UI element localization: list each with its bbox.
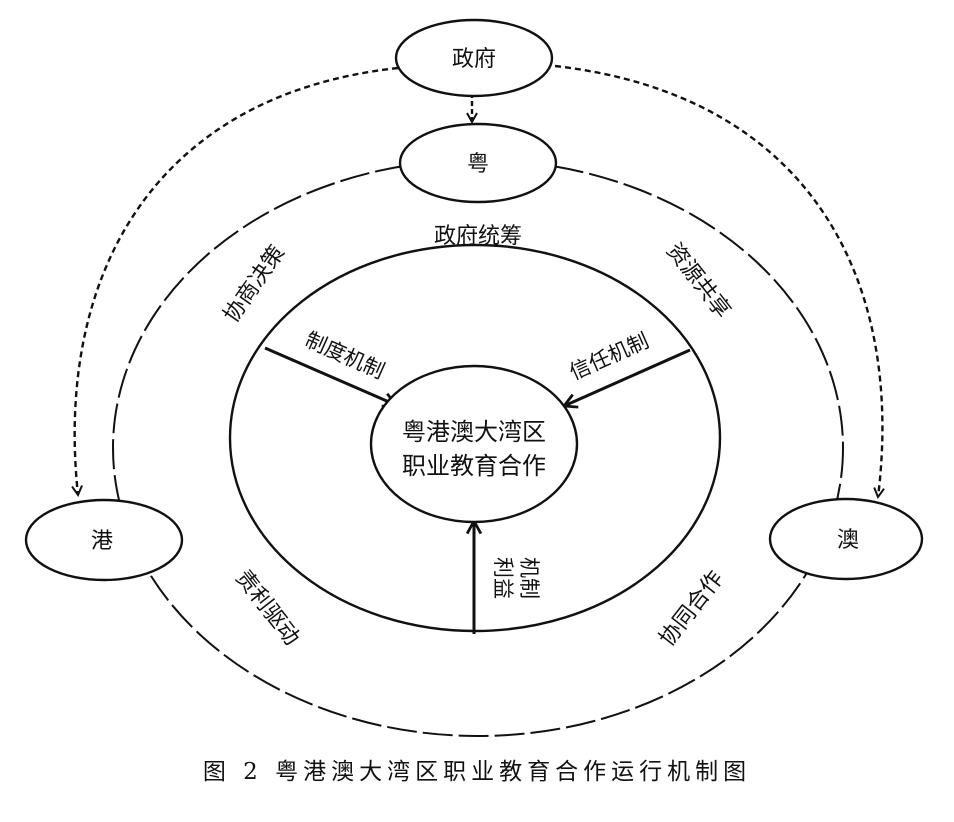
label-collaborative-cooperation: 协同合作 [655, 567, 729, 652]
core-node: 粤港澳大湾区 职业教育合作 [369, 364, 579, 524]
node-guangdong: 粤 [398, 122, 558, 204]
figure-caption: 图 2 粤港澳大湾区职业教育合作运行机制图 [202, 759, 752, 785]
label-government-coordination: 政府统筹 [434, 224, 522, 249]
node-hongkong: 港 [24, 498, 184, 582]
node-hongkong-label: 港 [91, 529, 113, 554]
outer-ring [112, 159, 844, 737]
label-consultation-decision: 协商决策 [219, 241, 290, 327]
label-resource-sharing: 资源共享 [661, 239, 735, 324]
node-guangdong-label: 粤 [467, 152, 489, 177]
node-guangdong-ellipse [398, 122, 558, 204]
node-macao: 澳 [768, 497, 924, 581]
node-government-ellipse [394, 18, 554, 98]
node-government: 政府 [394, 18, 554, 98]
label-institution-mechanism: 制度机制 [302, 328, 388, 384]
arc-government-to-macao [554, 64, 882, 497]
node-macao-label: 澳 [837, 528, 859, 553]
node-government-label: 政府 [452, 47, 496, 72]
arc-government-to-hongkong [75, 66, 399, 495]
arrow-trust-mechanism [564, 348, 691, 406]
label-benefit-mechanism-line2: 机制 [517, 557, 541, 599]
arrow-institution-mechanism [264, 346, 396, 405]
core-circle [369, 364, 579, 524]
core-label-line2: 职业教育合作 [402, 452, 546, 480]
label-benefit-mechanism-line1: 利益 [491, 557, 515, 599]
label-trust-mechanism: 信任机制 [566, 329, 652, 385]
node-macao-ellipse [768, 497, 924, 581]
node-hongkong-ellipse [24, 498, 184, 582]
core-label-line1: 粤港澳大湾区 [402, 418, 546, 446]
label-responsibility-driven: 责利驱动 [230, 566, 304, 651]
